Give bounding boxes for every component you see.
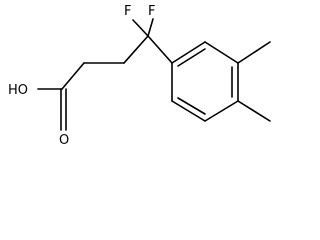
bond-cf2-to-f-left [132,19,149,37]
bond-ch2-to-carboxyl-carbon [61,62,85,90]
carbonyl-oxygen-bg [57,131,71,147]
bond-cf2-to-f-right [147,18,154,37]
bond-cf2-to-ch2 [123,35,149,64]
ring-bond-5-inner [177,97,206,115]
ring-bond-5 [171,100,206,122]
ring-bond-4 [204,100,239,122]
fluorine-right-label: F [148,4,155,19]
ring-bond-1 [171,41,206,64]
carbonyl-oxygen-label: O [59,133,69,148]
fluorine-left-label: F [124,4,131,19]
hydroxyl-bg [6,81,34,97]
ring-bond-1-inner [177,48,206,67]
bond-methyl-4 [237,100,271,122]
chemical-structure-diagram: F F HO O [6,2,271,148]
hydroxyl-label: HO [8,83,28,98]
fluorine-right-bg [146,2,160,18]
bond-methyl-3 [237,41,271,64]
ring-bond-2 [204,41,239,64]
fluorine-left-bg [122,2,136,18]
bond-cf2-to-ring [147,35,173,64]
